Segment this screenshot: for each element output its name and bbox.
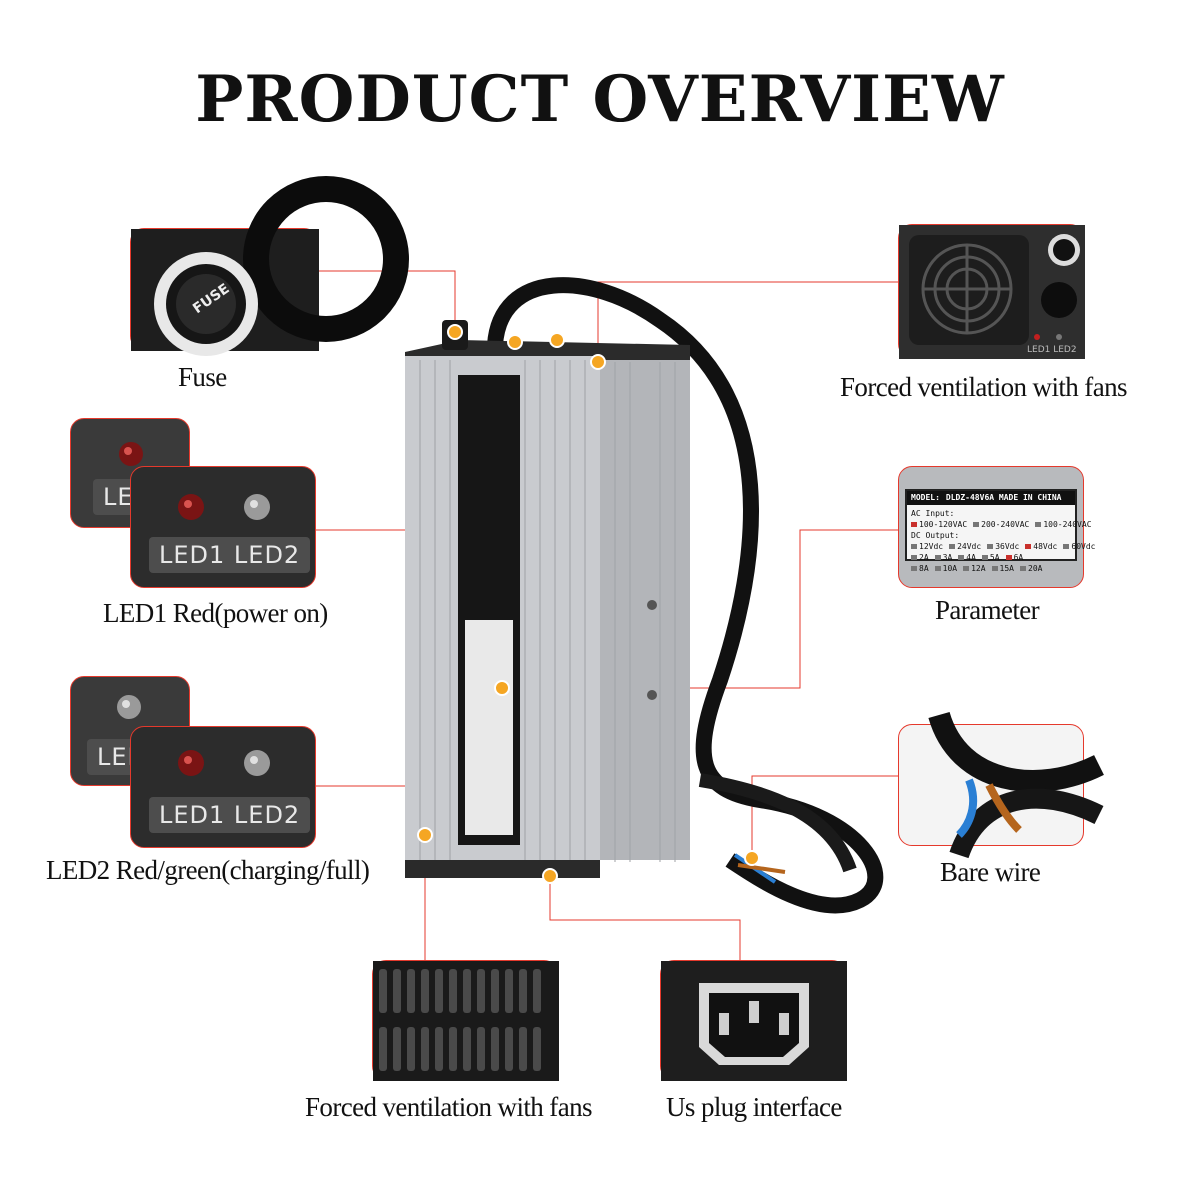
param-dc-voltage: 12Vdc bbox=[919, 542, 944, 551]
output-cable bbox=[487, 277, 884, 914]
marker-fan-top bbox=[590, 354, 606, 370]
param-ac-opt: 100-120VAC bbox=[919, 520, 968, 529]
marker-led1 bbox=[549, 332, 565, 348]
page-title: PRODUCT OVERVIEW bbox=[195, 62, 1005, 137]
param-dc-current: 8A bbox=[919, 564, 929, 573]
bare-wire-panel bbox=[898, 711, 1104, 859]
us-plug-panel bbox=[660, 960, 847, 1081]
caption-led2: LED2 Red/green(charging/full) bbox=[46, 855, 370, 885]
fuse-photo bbox=[131, 176, 409, 356]
fan-bottom-photo bbox=[373, 961, 559, 1081]
caption-led1: LED1 Red(power on) bbox=[103, 598, 328, 628]
param-ac-input: AC Input: bbox=[911, 509, 955, 518]
param-dc-voltage: 48Vdc bbox=[1033, 542, 1058, 551]
param-dc-current: 12A bbox=[971, 564, 986, 573]
plug-socket-icon bbox=[661, 961, 847, 1081]
param-dc-voltage: 60Vdc bbox=[1071, 542, 1096, 551]
param-dc-current: 15A bbox=[999, 564, 1014, 573]
param-dc-current: 6A bbox=[1013, 553, 1024, 562]
param-dc-current: 2A bbox=[919, 553, 929, 562]
led1-led2-labels: LED1 LED2 bbox=[149, 797, 311, 833]
charger-illustration bbox=[405, 277, 884, 914]
caption-fuse: Fuse bbox=[178, 362, 227, 392]
led1-panel: LED1 LED2 bbox=[130, 466, 316, 588]
param-dc-current: 4A bbox=[966, 553, 976, 562]
param-dc-current: 5A bbox=[989, 553, 1000, 562]
led1-led2-labels: LED1 LED2 bbox=[149, 537, 311, 573]
callout-line-us-plug bbox=[549, 878, 741, 960]
callout-line-fuse bbox=[318, 270, 456, 330]
bare-wire-photo bbox=[928, 711, 1104, 859]
marker-bare-wire bbox=[744, 850, 760, 866]
parameter-panel: MODEL: DLDZ-48V6A MADE IN CHINA AC Input:… bbox=[898, 466, 1095, 588]
callout-line-bare-wire bbox=[751, 775, 898, 858]
param-dc-current: 10A bbox=[942, 564, 958, 573]
led2-panel: LED1 LED2 bbox=[130, 726, 316, 848]
param-dc-current: 20A bbox=[1028, 564, 1043, 573]
caption-parameter: Parameter bbox=[935, 595, 1040, 625]
param-model-key: MODEL: bbox=[911, 493, 940, 502]
marker-fan-bottom bbox=[417, 827, 433, 843]
caption-bare-wire: Bare wire bbox=[940, 857, 1041, 887]
marker-parameter bbox=[494, 680, 510, 696]
param-ac-opt: 200-240VAC bbox=[981, 520, 1030, 529]
fuse-panel: FUSE bbox=[130, 176, 409, 356]
param-dc-voltage: 24Vdc bbox=[957, 542, 982, 551]
param-dc-output: DC Output: bbox=[911, 531, 960, 540]
param-dc-current: 3A bbox=[942, 553, 953, 562]
fan-top-led-labels: LED1 LED2 bbox=[1027, 345, 1077, 355]
marker-fuse bbox=[447, 324, 463, 340]
caption-us-plug: Us plug interface bbox=[666, 1092, 842, 1122]
fan-top-panel: LED1 LED2 bbox=[898, 224, 1085, 359]
parameter-label: MODEL: DLDZ-48V6A MADE IN CHINA AC Input:… bbox=[905, 489, 1095, 573]
marker-led2 bbox=[507, 334, 523, 350]
fan-bottom-panel bbox=[372, 960, 559, 1081]
fan-top-photo bbox=[899, 225, 1085, 359]
marker-us-plug bbox=[542, 868, 558, 884]
caption-fan-top: Forced ventilation with fans bbox=[840, 372, 1127, 402]
param-dc-voltage: 36Vdc bbox=[995, 542, 1020, 551]
param-ac-opt: 100-240VAC bbox=[1043, 520, 1092, 529]
caption-fan-bottom: Forced ventilation with fans bbox=[305, 1092, 592, 1122]
param-model-value: DLDZ-48V6A MADE IN CHINA bbox=[945, 493, 1062, 502]
